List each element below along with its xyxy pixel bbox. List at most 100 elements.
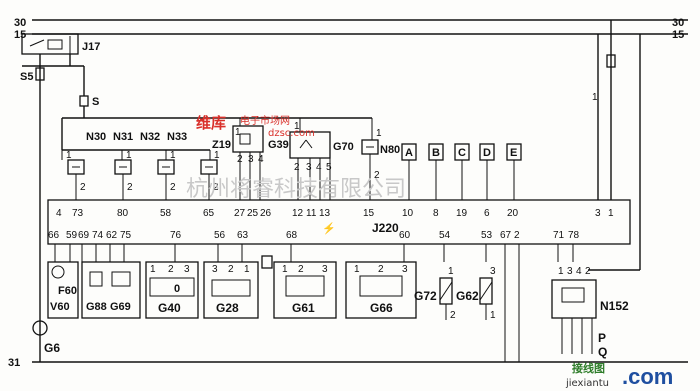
svg-text:65: 65 — [203, 208, 215, 219]
watermark-jxt-url: jiexiantu — [565, 378, 609, 389]
svg-text:76: 76 — [170, 230, 182, 241]
svg-text:1: 1 — [592, 92, 598, 103]
rail-30-label-left: 30 — [14, 17, 26, 29]
fuse-right — [606, 54, 616, 68]
relay-coil — [47, 39, 63, 50]
svg-text:2: 2 — [298, 264, 304, 275]
svg-text:15: 15 — [363, 208, 375, 219]
svg-text:2: 2 — [213, 182, 219, 193]
label-n32: N32 — [140, 131, 160, 143]
injector-labels: N30 N31 N32 N33 — [86, 131, 187, 143]
label-g40: G40 — [158, 301, 181, 315]
svg-text:3: 3 — [322, 264, 328, 275]
svg-text:13: 13 — [319, 208, 331, 219]
injector-n31: 1 2 — [114, 150, 133, 200]
g88-g69: G88 G69 — [81, 261, 141, 319]
svg-text:67: 67 — [500, 230, 512, 241]
sensor-g28: 3 2 1 G28 — [203, 255, 273, 319]
watermark-jxt: 接线图 — [572, 361, 605, 375]
valve-n80: 1 N80 2 — [361, 118, 400, 200]
ecu-j220: J220 ⚡ — [47, 199, 631, 245]
label-f60: F60 — [58, 285, 77, 297]
fuse-s5: S5 — [20, 54, 45, 92]
svg-text:E: E — [510, 147, 517, 159]
svg-text:1: 1 — [235, 127, 241, 138]
svg-text:1: 1 — [490, 310, 496, 321]
svg-text:78: 78 — [568, 230, 580, 241]
connector-c: C — [454, 143, 470, 200]
svg-text:1: 1 — [214, 150, 220, 161]
svg-text:4: 4 — [316, 162, 322, 173]
label-g88: G88 — [86, 301, 107, 313]
label-g61: G61 — [292, 301, 315, 315]
ecu-body — [47, 199, 631, 245]
sensor-g62: 3 G62 1 — [456, 266, 496, 321]
rail-15-label-right: 15 — [672, 29, 684, 41]
connector-e: E — [506, 143, 522, 200]
drop-wires — [54, 244, 574, 362]
svg-text:3: 3 — [402, 264, 408, 275]
svg-text:1: 1 — [354, 264, 360, 275]
svg-text:62: 62 — [106, 230, 118, 241]
svg-text:1: 1 — [282, 264, 288, 275]
svg-text:B: B — [432, 147, 440, 159]
svg-text:2: 2 — [450, 310, 456, 321]
svg-text:0: 0 — [174, 283, 180, 295]
svg-text:1: 1 — [244, 264, 250, 275]
f60-v60: F60 V60 — [47, 261, 79, 319]
svg-text:12: 12 — [292, 208, 304, 219]
label-g66: G66 — [370, 301, 393, 315]
label-n152: N152 — [600, 299, 629, 313]
svg-text:8: 8 — [433, 208, 439, 219]
svg-text:2: 2 — [585, 266, 591, 277]
svg-text:5: 5 — [326, 162, 332, 173]
svg-text:4: 4 — [56, 208, 62, 219]
svg-text:19: 19 — [456, 208, 468, 219]
svg-text:3: 3 — [184, 264, 190, 275]
label-g72: G72 — [414, 289, 437, 303]
svg-text:53: 53 — [481, 230, 493, 241]
svg-text:75: 75 — [120, 230, 132, 241]
relay-switch — [29, 39, 45, 47]
rail-31-label: 31 — [8, 357, 20, 369]
svg-text:1: 1 — [170, 150, 176, 161]
svg-text:69: 69 — [78, 230, 90, 241]
label-v60: V60 — [50, 301, 70, 313]
power-rails: 30 15 30 15 31 — [8, 17, 688, 369]
svg-text:6: 6 — [484, 208, 490, 219]
motor-g6-icon — [32, 320, 48, 336]
label-n30: N30 — [86, 131, 106, 143]
label-n33: N33 — [167, 131, 187, 143]
svg-text:3: 3 — [248, 154, 254, 165]
svg-text:73: 73 — [72, 208, 84, 219]
watermark-url: dzsc.com — [268, 128, 315, 139]
label-g70: G70 — [333, 141, 354, 153]
svg-text:2: 2 — [228, 264, 234, 275]
label-g69: G69 — [110, 301, 131, 313]
label-g62: G62 — [456, 289, 479, 303]
connector-a: A — [401, 143, 417, 200]
svg-text:1: 1 — [558, 266, 564, 277]
svg-text:27: 27 — [234, 208, 246, 219]
svg-text:⚡: ⚡ — [322, 222, 336, 235]
svg-text:20: 20 — [507, 208, 519, 219]
svg-text:56: 56 — [214, 230, 226, 241]
rail-30-label-right: 30 — [672, 17, 684, 29]
svg-text:60: 60 — [399, 230, 411, 241]
label-n31: N31 — [113, 131, 133, 143]
watermark-company: 杭州将睿科技有限公司 — [186, 177, 406, 202]
svg-text:1: 1 — [150, 264, 156, 275]
svg-text:66: 66 — [48, 230, 60, 241]
svg-text:58: 58 — [160, 208, 172, 219]
svg-text:25: 25 — [247, 208, 259, 219]
pump-g6: G6 — [32, 320, 60, 362]
injector-n33: 1 2 — [200, 150, 220, 200]
svg-text:3: 3 — [212, 264, 218, 275]
right-supply: 1 — [588, 20, 641, 271]
svg-text:10: 10 — [402, 208, 414, 219]
rail-15-label-left: 15 — [14, 29, 26, 41]
connector-b: B — [428, 143, 444, 200]
label-g6: G6 — [44, 341, 60, 355]
svg-text:2: 2 — [374, 170, 380, 181]
svg-text:3: 3 — [595, 208, 601, 219]
